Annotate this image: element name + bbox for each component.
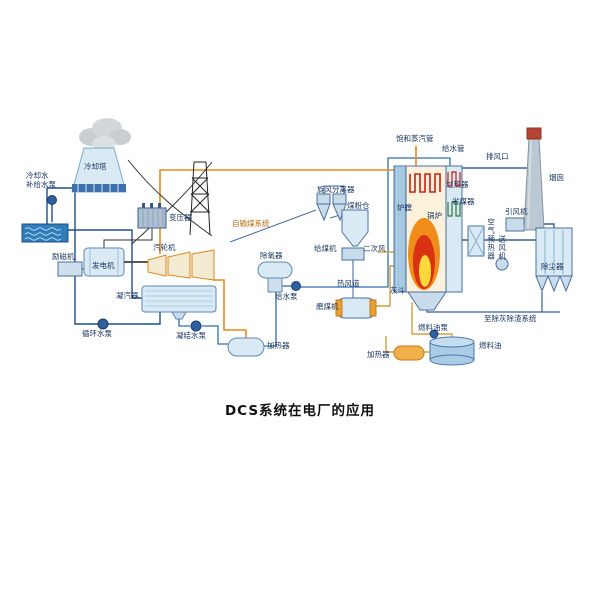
label-condenser: 凝汽器	[116, 291, 139, 300]
coal-feeder-shape	[341, 247, 365, 261]
ash-lines	[426, 292, 560, 313]
fuel-oil-heater-shape	[393, 345, 425, 361]
label-makeup-pump: 冷却水 补给水泵	[26, 171, 56, 189]
label-secondary-air: 二次风	[363, 244, 386, 253]
label-coal-feeder: 给煤机	[314, 244, 337, 253]
condenser-shape	[141, 285, 217, 320]
label-turbine: 汽轮机	[153, 243, 176, 252]
air-ducts	[376, 251, 394, 307]
condensate-pump-shape	[190, 320, 202, 332]
transformer	[137, 203, 167, 229]
label-induced-draft-fan: 引风机	[505, 207, 528, 216]
fuel-oil-tank-shape	[429, 336, 475, 366]
label-saturated-steam-pipe: 饱和蒸汽管	[396, 134, 434, 143]
label-exciter: 励磁机	[52, 252, 75, 261]
label-cooling-tower: 冷却塔	[84, 162, 107, 171]
deaerator-shape	[257, 261, 293, 293]
generator	[82, 247, 148, 277]
lp-heater-shape	[227, 337, 265, 357]
label-to-ash-removal: 至除灰除渣系统	[484, 314, 537, 323]
boiler-furnace-shape	[393, 165, 463, 311]
label-coal-mill: 磨煤机	[316, 302, 339, 311]
transmission-tower	[189, 161, 211, 236]
forced-draft-fan-shape	[495, 257, 509, 271]
label-fuel-oil-pump: 燃料油泵	[418, 323, 448, 332]
label-transformer: 变压器	[169, 213, 192, 222]
feedwater-pump-shape	[291, 281, 301, 291]
water-pool	[21, 223, 69, 243]
label-generator: 发电机	[92, 261, 115, 270]
circulating-pump-shape	[97, 318, 109, 330]
label-boiler: 锅炉	[427, 211, 442, 220]
label-dust-collector: 除尘器	[541, 262, 564, 271]
label-condensate-pump: 凝结水泵	[176, 331, 206, 340]
label-air-outlet: 排风口	[486, 152, 509, 161]
label-hot-air-duct: 热风道	[337, 279, 360, 288]
cyclone-separator-shape	[316, 193, 347, 222]
label-fuel-oil-tank: 燃料油	[479, 341, 502, 350]
label-furnace: 炉膛	[397, 203, 412, 212]
label-fuel-oil-heater: 加热器	[367, 350, 390, 359]
label-feed-pump: 给水泵	[275, 292, 298, 301]
label-air-preheater: 空气预热器	[486, 218, 496, 261]
fuel-oil-pump-shape	[429, 329, 439, 339]
label-cyclone-separator: 旋风分离器	[317, 185, 355, 194]
coal-mill-shape	[335, 297, 377, 319]
cooling-tower	[71, 147, 127, 193]
label-coal-supply: 自输煤系统	[232, 219, 270, 228]
label-forced-draft-fan: 送风机	[497, 235, 507, 261]
label-coal-bunker: 煤粉仓	[347, 201, 370, 210]
electrical-lines	[103, 159, 213, 248]
dust-collector-shape	[535, 227, 573, 293]
label-ash-hopper: 灰斗	[390, 286, 405, 295]
makeup-pump	[47, 195, 57, 205]
induced-draft-fan-shape	[505, 217, 525, 232]
label-deaerator: 除氧器	[260, 251, 283, 260]
label-chimney: 烟囱	[549, 173, 564, 182]
diagram-title: DCS系统在电厂的应用	[224, 403, 376, 419]
cooling-water-lines	[46, 187, 161, 325]
exciter	[57, 261, 83, 277]
condensate-lines	[178, 157, 451, 347]
label-lp-heater: 加热器	[267, 341, 290, 350]
coal-bunker-shape	[341, 209, 369, 247]
air-preheater-shape	[467, 225, 485, 257]
label-circulating-pump: 循环水泵	[82, 329, 112, 338]
cooling-tower-smoke	[79, 118, 131, 150]
steam-turbine-shape	[147, 249, 215, 281]
label-superheater: 过热器	[446, 180, 469, 189]
label-feedwater-pipe: 给水管	[442, 144, 465, 153]
label-economizer: 省煤器	[452, 197, 475, 206]
